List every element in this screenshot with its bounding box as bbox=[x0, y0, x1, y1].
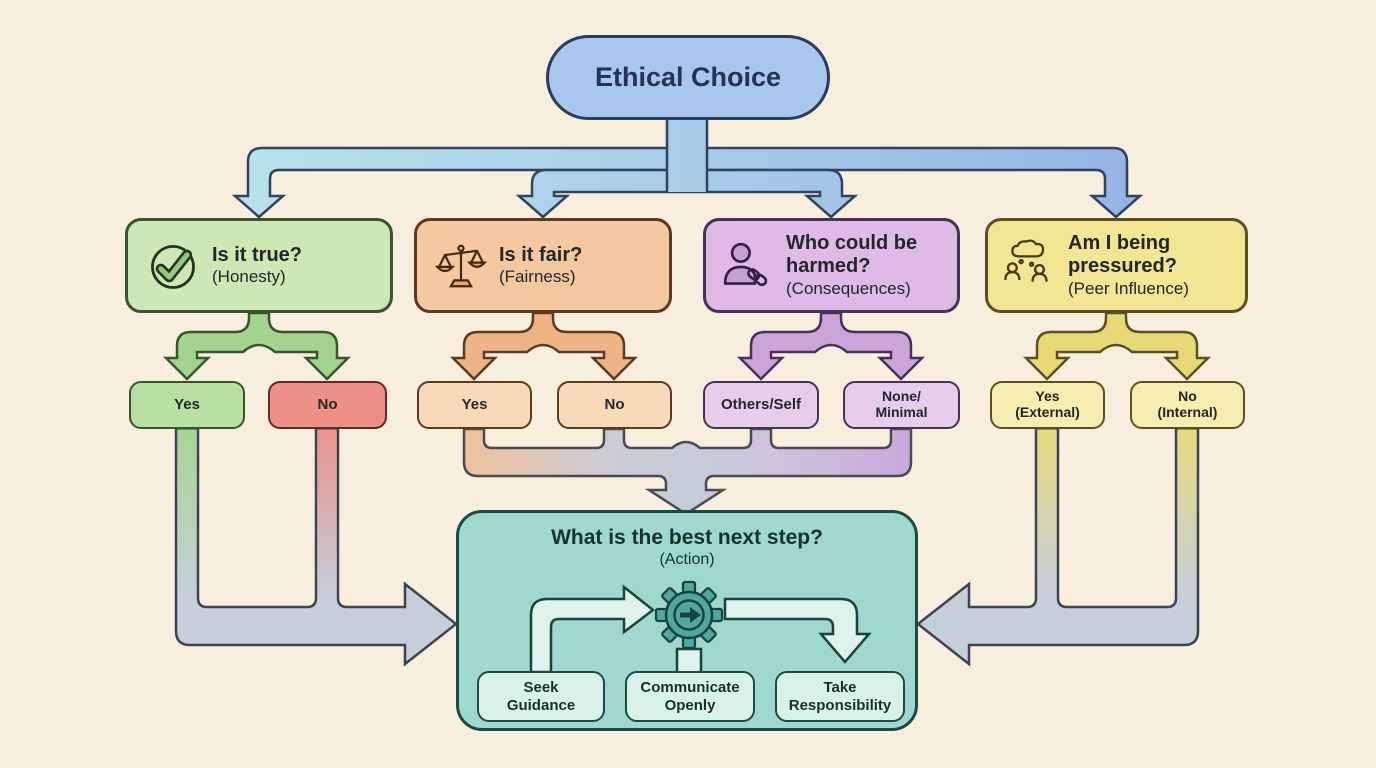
criterion-question: Is it true? bbox=[212, 243, 303, 266]
criterion-peer-influence: Am I being pressured? (Peer Influence) bbox=[985, 218, 1248, 313]
criterion-text: Who could be harmed? (Consequences) bbox=[786, 232, 956, 300]
step-label: Guidance bbox=[506, 696, 576, 714]
answer-label: Others/Self bbox=[720, 395, 802, 413]
gear-arrow-icon bbox=[654, 580, 724, 650]
right-merge-arrow bbox=[915, 427, 1200, 667]
answer-peer-no-internal: No (Internal) bbox=[1130, 381, 1245, 429]
step-label: Seek bbox=[523, 679, 559, 697]
step-communicate-openly: Communicate Openly bbox=[625, 671, 755, 722]
root-node-ethical-choice: Ethical Choice bbox=[546, 35, 830, 120]
criterion-category: (Fairness) bbox=[499, 267, 576, 287]
criterion-category: (Honesty) bbox=[212, 267, 286, 287]
answer-label: (External) bbox=[1015, 404, 1080, 420]
criterion-fairness: Is it fair? (Fairness) bbox=[414, 218, 672, 313]
answer-label: No bbox=[1178, 388, 1197, 405]
answer-consequences-others-self: Others/Self bbox=[703, 381, 819, 429]
fork-honesty bbox=[162, 311, 352, 381]
answer-fairness-yes: Yes bbox=[417, 381, 532, 429]
peer-pressure-icon bbox=[1004, 239, 1048, 282]
step-label: Openly bbox=[664, 696, 716, 714]
answer-label: (Internal) bbox=[1157, 404, 1218, 420]
answer-fairness-no: No bbox=[557, 381, 672, 429]
criterion-category: (Peer Influence) bbox=[1068, 278, 1189, 298]
center-merge-arrow bbox=[462, 427, 913, 516]
answer-label: Yes bbox=[461, 395, 488, 413]
fork-peer-influence bbox=[1022, 311, 1212, 381]
fork-consequences bbox=[736, 311, 926, 381]
criterion-text: Is it true? (Honesty) bbox=[212, 244, 302, 288]
answer-label: No bbox=[604, 395, 625, 413]
loop-arrow-right bbox=[723, 597, 872, 664]
criterion-question: Who could be harmed? bbox=[786, 231, 918, 278]
fork-fairness bbox=[449, 311, 639, 381]
criterion-honesty: Is it true? (Honesty) bbox=[125, 218, 393, 313]
answer-peer-yes-external: Yes (External) bbox=[990, 381, 1105, 429]
left-merge-arrow bbox=[174, 427, 459, 667]
root-label: Ethical Choice bbox=[594, 62, 782, 92]
step-label: Responsibility bbox=[788, 696, 892, 714]
answer-label: Yes bbox=[1035, 388, 1060, 405]
answer-label: Yes bbox=[174, 395, 200, 413]
answer-honesty-no: No bbox=[268, 381, 387, 429]
loop-arrow-left bbox=[529, 584, 656, 674]
action-title: What is the best next step? bbox=[551, 526, 823, 549]
criterion-text: Am I being pressured? (Peer Influence) bbox=[1068, 232, 1236, 300]
step-seek-guidance: Seek Guidance bbox=[477, 671, 605, 722]
check-circle-icon bbox=[151, 244, 195, 289]
answer-label: Minimal bbox=[875, 404, 928, 420]
action-flow-graphic bbox=[529, 580, 872, 677]
step-label: Communicate bbox=[640, 679, 740, 697]
action-subtitle: (Action) bbox=[659, 551, 715, 568]
criterion-question: Is it fair? bbox=[499, 243, 583, 266]
criterion-consequences: Who could be harmed? (Consequences) bbox=[703, 218, 960, 313]
answer-label: None/ bbox=[882, 388, 921, 405]
root-stem bbox=[667, 114, 707, 192]
criterion-text: Is it fair? (Fairness) bbox=[499, 244, 582, 288]
person-chain-icon bbox=[723, 242, 768, 286]
action-node: What is the best next step? (Action) bbox=[456, 510, 918, 731]
answer-label: No bbox=[317, 395, 338, 413]
answer-honesty-yes: Yes bbox=[129, 381, 245, 429]
criterion-question: Am I being pressured? bbox=[1068, 231, 1177, 278]
criterion-category: (Consequences) bbox=[786, 278, 911, 298]
step-take-responsibility: Take Responsibility bbox=[775, 671, 905, 722]
answer-consequences-none-minimal: None/ Minimal bbox=[843, 381, 960, 429]
fanout-arrows bbox=[231, 114, 1144, 219]
balance-scales-icon bbox=[434, 244, 488, 287]
step-label: Take bbox=[823, 679, 857, 697]
